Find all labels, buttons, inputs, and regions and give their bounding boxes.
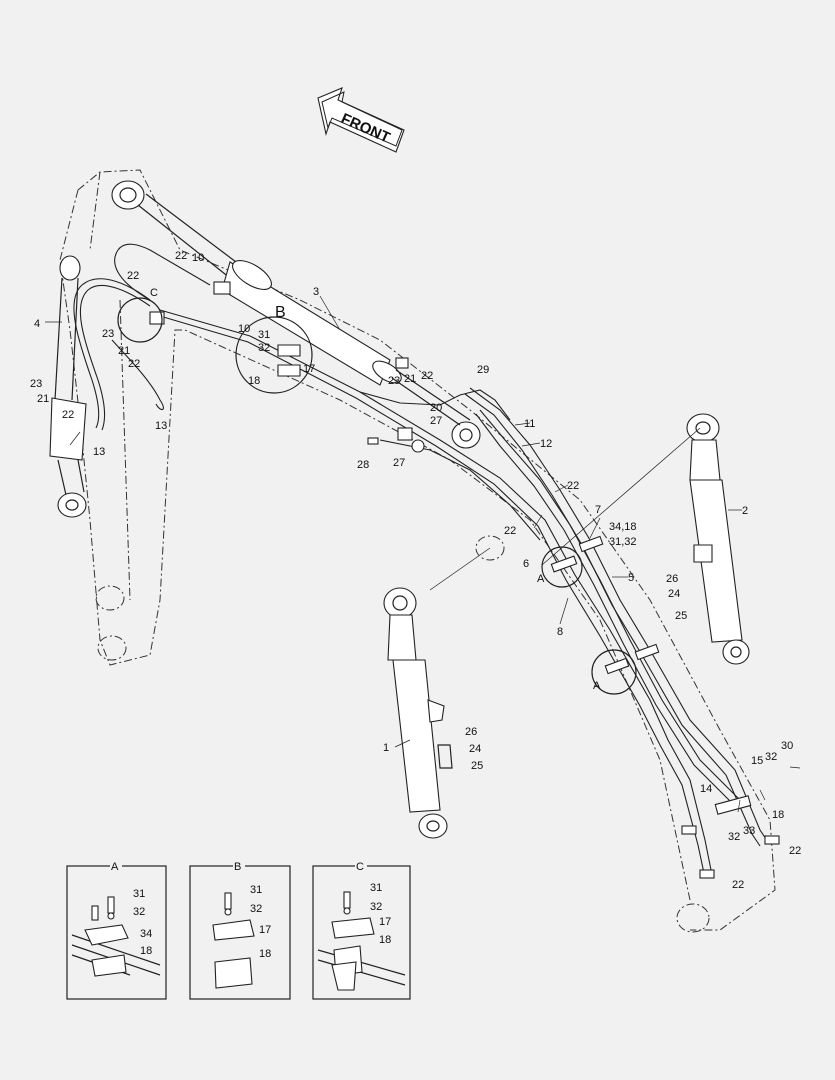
callout-24b: 24 bbox=[668, 588, 680, 600]
callout-21b: 21 bbox=[37, 393, 49, 405]
detail-label-b: B bbox=[275, 304, 286, 321]
callout-23b: 23 bbox=[30, 378, 42, 390]
callout-22i: 22 bbox=[732, 879, 744, 891]
inset-c-title: C bbox=[356, 861, 364, 873]
callout-6: 6 bbox=[523, 558, 529, 570]
callout-22g: 22 bbox=[504, 525, 516, 537]
inset-a-title: A bbox=[111, 861, 119, 873]
callout-15: 15 bbox=[751, 755, 763, 767]
callout-11: 11 bbox=[524, 418, 535, 430]
callout-2: 2 bbox=[742, 505, 748, 517]
callout-24a: 24 bbox=[469, 743, 481, 755]
callout-27b: 27 bbox=[393, 457, 405, 469]
callout-8: 8 bbox=[557, 626, 563, 638]
detail-label-a2: A bbox=[593, 680, 601, 692]
callout-31a: 31 bbox=[258, 329, 270, 341]
callout-5: 5 bbox=[628, 572, 634, 584]
callout-labels: 4 3 2 1 5 6 7 8 10 10 11 12 13 13 14 15 … bbox=[30, 250, 801, 891]
cylinder-1 bbox=[383, 587, 453, 839]
detail-label-c: C bbox=[150, 287, 158, 299]
callout-22e: 22 bbox=[421, 370, 433, 382]
callout-13b: 13 bbox=[93, 446, 105, 458]
inset-a-label-34: 34 bbox=[140, 928, 152, 940]
boom-cylinder bbox=[111, 180, 481, 449]
callout-27a: 27 bbox=[430, 415, 442, 427]
detail-circles bbox=[117, 297, 637, 695]
inset-b-label-18: 18 bbox=[259, 948, 271, 960]
callout-32a: 32 bbox=[258, 342, 270, 354]
inset-c: C 31 32 17 18 bbox=[312, 860, 411, 1000]
callout-22c: 22 bbox=[128, 358, 140, 370]
cylinder-2 bbox=[686, 413, 750, 665]
inset-c-label-18: 18 bbox=[379, 934, 391, 946]
callout-26b: 26 bbox=[666, 573, 678, 585]
detail-label-a1: A bbox=[537, 573, 545, 585]
inset-a-label-18: 18 bbox=[140, 945, 152, 957]
callout-22f: 22 bbox=[567, 480, 579, 492]
callout-18a: 18 bbox=[248, 375, 260, 387]
arm-cylinder-left bbox=[49, 255, 87, 518]
callout-22h: 22 bbox=[789, 845, 801, 857]
inset-c-label-32: 32 bbox=[370, 901, 382, 913]
inset-b: B 31 32 17 18 bbox=[189, 860, 291, 1000]
callout-30: 30 bbox=[781, 740, 793, 752]
callout-4: 4 bbox=[34, 318, 40, 330]
callout-10a: 10 bbox=[192, 252, 204, 264]
callout-23a: 23 bbox=[102, 328, 114, 340]
callout-12: 12 bbox=[540, 438, 552, 450]
front-arrow: FRONT bbox=[317, 87, 405, 153]
callout-31-32: 31,32 bbox=[609, 536, 637, 548]
callout-23c: 23 bbox=[388, 375, 400, 387]
callout-7: 7 bbox=[595, 504, 601, 516]
callout-13a: 13 bbox=[155, 420, 167, 432]
callout-32b: 32 bbox=[765, 751, 777, 763]
inset-a: A 31 32 34 18 bbox=[66, 860, 167, 1000]
callout-22d: 22 bbox=[62, 409, 74, 421]
boom-hose-lines bbox=[159, 309, 769, 879]
callout-28: 28 bbox=[357, 459, 369, 471]
inset-a-label-31: 31 bbox=[133, 888, 145, 900]
callout-32c: 32 bbox=[728, 831, 740, 843]
leader-lines bbox=[45, 295, 801, 813]
hose-loop-13 bbox=[73, 243, 211, 431]
callout-22b: 22 bbox=[127, 270, 139, 282]
callout-3: 3 bbox=[313, 286, 319, 298]
callout-10b: 10 bbox=[238, 323, 250, 335]
callout-25a: 25 bbox=[471, 760, 483, 772]
callout-29: 29 bbox=[477, 364, 489, 376]
inset-a-label-32: 32 bbox=[133, 906, 145, 918]
inset-c-label-17: 17 bbox=[379, 916, 391, 928]
callout-33: 33 bbox=[743, 825, 755, 837]
callout-18b: 18 bbox=[772, 809, 784, 821]
callout-34-18: 34,18 bbox=[609, 521, 637, 533]
callout-25b: 25 bbox=[675, 610, 687, 622]
callout-26a: 26 bbox=[465, 726, 477, 738]
callout-21c: 21 bbox=[404, 373, 416, 385]
inset-c-label-31: 31 bbox=[370, 882, 382, 894]
callout-21a: 21 bbox=[118, 345, 130, 357]
clamp-group bbox=[149, 281, 780, 879]
inset-b-title: B bbox=[234, 861, 241, 873]
inset-b-label-31: 31 bbox=[250, 884, 262, 896]
inset-b-label-32: 32 bbox=[250, 903, 262, 915]
callout-20: 20 bbox=[430, 402, 442, 414]
inset-b-label-17: 17 bbox=[259, 924, 271, 936]
boom-outline bbox=[59, 169, 776, 933]
callout-14: 14 bbox=[700, 783, 712, 795]
callout-17: 17 bbox=[303, 363, 315, 375]
callout-1: 1 bbox=[383, 742, 389, 754]
callout-22a: 22 bbox=[175, 250, 187, 262]
